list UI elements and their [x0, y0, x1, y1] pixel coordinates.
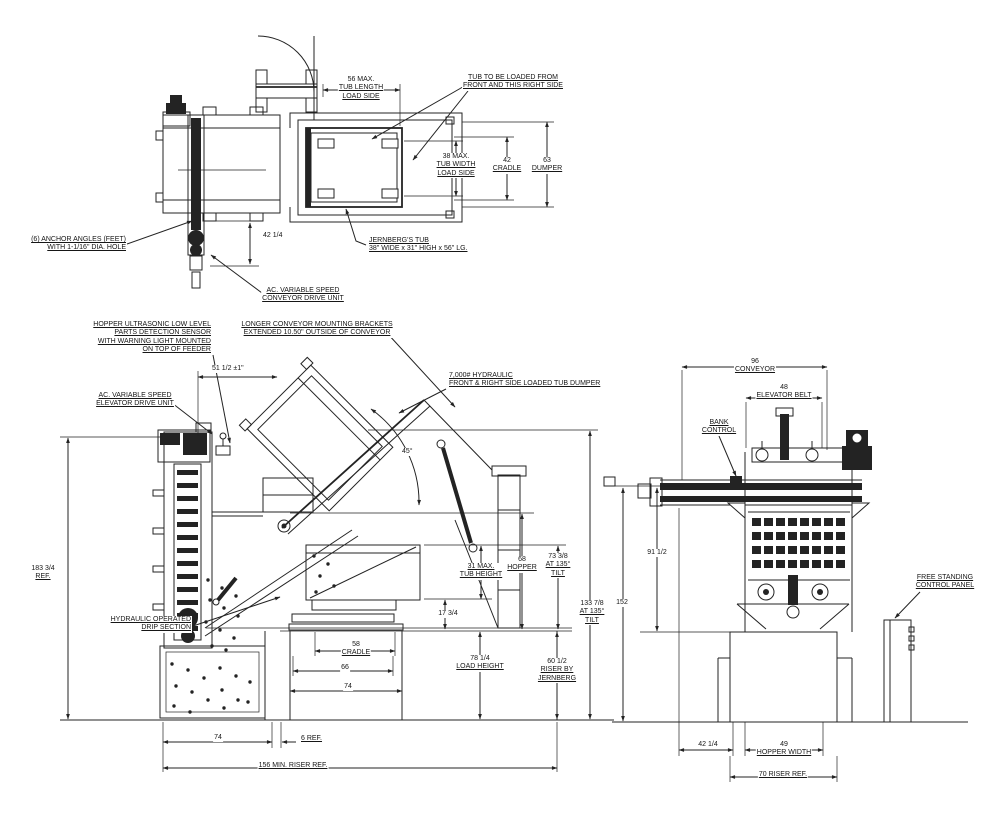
swing-arc-bracket	[255, 35, 318, 120]
dim-17-3-4: 17 3/4	[437, 610, 459, 619]
dim-6-ref: 6 REF.	[300, 735, 324, 744]
elevator-side	[152, 422, 231, 649]
plan-view	[126, 35, 554, 297]
dim-51-1-2: 51 1/2 ±1"	[211, 365, 245, 374]
dim-91-1-2: 91 1/2	[646, 549, 668, 558]
feeder-conveyor-plan	[155, 95, 281, 289]
tilted-tub	[238, 356, 431, 535]
dim-42-1-4-front: 42 1/4	[697, 741, 719, 750]
discharge-conveyor	[660, 483, 862, 490]
riser-side	[60, 627, 614, 721]
hopper-side	[204, 477, 359, 637]
side-elevation-view	[60, 332, 614, 772]
dim-66: 66	[340, 664, 350, 673]
front-dimensions	[603, 365, 921, 782]
elevator-front	[612, 407, 968, 723]
note-anchor-angles: (6) ANCHOR ANGLES (FEET)WITH 1-1/16" DIA…	[30, 236, 127, 253]
dim-74-cradle: 74	[343, 683, 353, 692]
drip-perforations	[170, 554, 336, 714]
dumper-structure	[423, 399, 527, 629]
dim-45-deg: 45°	[401, 448, 414, 457]
cradle	[311, 599, 397, 611]
dim-42-1-4-plan: 42 1/4	[262, 232, 284, 241]
dumper-deck	[281, 399, 425, 529]
side-dimensions	[60, 332, 598, 772]
cradle-and-tub-side	[288, 544, 421, 631]
conveyor-belt-plan	[191, 118, 201, 230]
dim-31-max-tub-height: 31 MAX.TUB HEIGHT	[458, 563, 504, 580]
front-elevation-view	[603, 365, 968, 782]
plan-dimensions	[126, 83, 554, 297]
dim-74-riser: 74	[213, 734, 223, 743]
warning-light	[219, 432, 227, 440]
riser-front	[729, 631, 838, 723]
dim-152: 152	[615, 599, 629, 608]
drip-cylinder	[216, 576, 238, 602]
dim-70-riser-ref: 70 RISER REF.	[757, 771, 809, 780]
pivot	[277, 519, 291, 533]
sensor-mast	[780, 414, 789, 460]
elevator-belt-grid	[752, 518, 845, 568]
control-panel	[883, 619, 915, 723]
bank-control-box	[730, 476, 742, 485]
elevator-drive-motor	[160, 433, 180, 445]
ultrasonic-sensor	[215, 445, 231, 456]
drive-motor-plan	[166, 103, 186, 114]
hydraulic-cylinder	[441, 447, 473, 544]
dim-156-min-riser: 156 MIN. RISER REF.	[257, 762, 329, 771]
